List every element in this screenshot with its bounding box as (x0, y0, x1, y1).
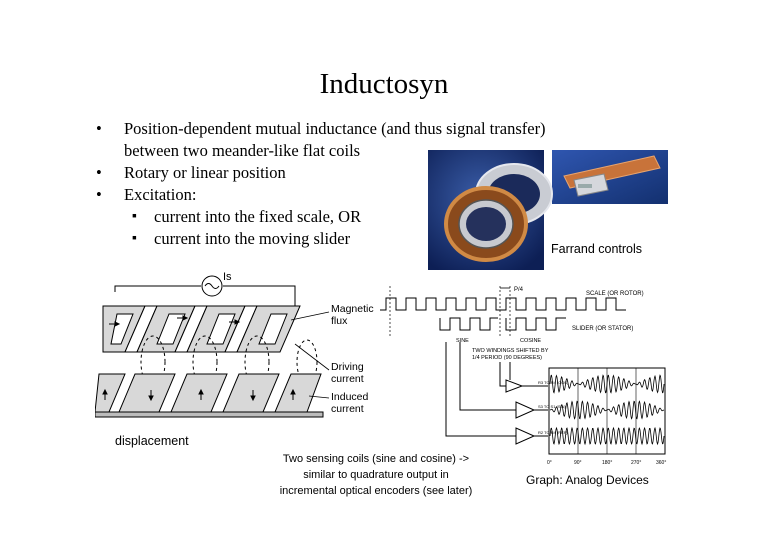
scale-substrate (95, 411, 324, 418)
amplifier-icons (505, 379, 536, 445)
displacement-label: displacement (115, 434, 189, 448)
graph-source-caption: Graph: Analog Devices (526, 473, 649, 487)
driving-current-label-2: current (331, 373, 364, 385)
caption-line: Two sensing coils (sine and cosine) -> (282, 453, 470, 465)
sub-bullet-item: current into the moving slider (96, 228, 616, 250)
angle-tick: 360° (656, 460, 666, 466)
caption-line: incremental optical encoders (see later) (279, 485, 473, 497)
magnetic-flux-label-2: flux (331, 315, 348, 327)
driving-current-label: Driving (331, 361, 364, 373)
angle-tick: 180° (602, 460, 612, 466)
induced-current-label-2: current (331, 403, 364, 415)
angle-tick: 270° (631, 460, 641, 466)
inductosyn-photo (428, 150, 668, 270)
photo-caption: Farrand controls (551, 242, 643, 256)
channel-label-sin: S3 TO S1 (SIN) (538, 404, 567, 409)
bullet-list: Position-dependent mutual inductance (an… (96, 118, 616, 250)
connection-lines (445, 342, 516, 437)
scale-winding-trace (380, 297, 626, 311)
channel-label-cos: R3 TO R4 (COS) (538, 380, 569, 385)
scale-label: SCALE (OR ROTOR) (586, 291, 644, 297)
sensing-coil (95, 373, 322, 413)
source-current-label: Is (223, 271, 232, 283)
ref-signal-trace (549, 426, 665, 446)
rotary-ring-hole (466, 207, 506, 241)
angle-tick: 0° (547, 460, 552, 466)
label-leaders (290, 311, 330, 399)
coil-diagram: Is (95, 271, 374, 418)
cosine-label: COSINE (520, 338, 541, 344)
bullet-text-continued: between two meander-like flat coils (124, 141, 361, 160)
magnetic-flux-label: Magnetic (331, 303, 374, 315)
coil-gaps (110, 313, 288, 345)
cos-signal-trace (549, 374, 665, 394)
bullet-item: Excitation: (96, 184, 616, 206)
channel-label-ref: R2 TO R4 (REF) (538, 430, 568, 435)
shift-note-line1: TWO WINDINGS SHIFTED BY (472, 348, 549, 354)
phase-guide-lines (389, 286, 511, 338)
source-wire (114, 285, 296, 306)
sine-winding-trace (439, 317, 498, 331)
driving-current-arrows (109, 315, 241, 327)
slider-connector (578, 184, 592, 188)
sub-bullet-item: current into the fixed scale, OR (96, 206, 616, 228)
bullet-text: Position-dependent mutual inductance (an… (124, 119, 546, 138)
sin-signal-trace (549, 400, 665, 420)
angle-tick: 90° (574, 460, 582, 466)
signal-diagram: P/4 SCALE (OR ROTOR) SLIDER (OR STATOR) … (380, 286, 666, 466)
bullet-item: Position-dependent mutual inductance (an… (96, 118, 616, 162)
amplifier-outputs (522, 385, 548, 437)
sensing-coils-caption: Two sensing coils (sine and cosine) -> s… (262, 451, 490, 499)
cosine-winding-trace (505, 317, 566, 331)
p-quarter-label: P/4 (514, 287, 524, 293)
induced-current-label: Induced (331, 391, 369, 403)
sine-wave-icon (204, 283, 220, 289)
bullet-item: Rotary or linear position (96, 162, 616, 184)
shift-note-line2: 1/4 PERIOD (90 DEGREES) (472, 355, 542, 361)
slider-label: SLIDER (OR STATOR) (572, 326, 633, 332)
induced-current-arrows (102, 388, 296, 402)
sine-label: SINE (456, 338, 469, 344)
slide-title: Inductosyn (319, 68, 449, 100)
caption-line: similar to quadrature output in (303, 469, 449, 481)
